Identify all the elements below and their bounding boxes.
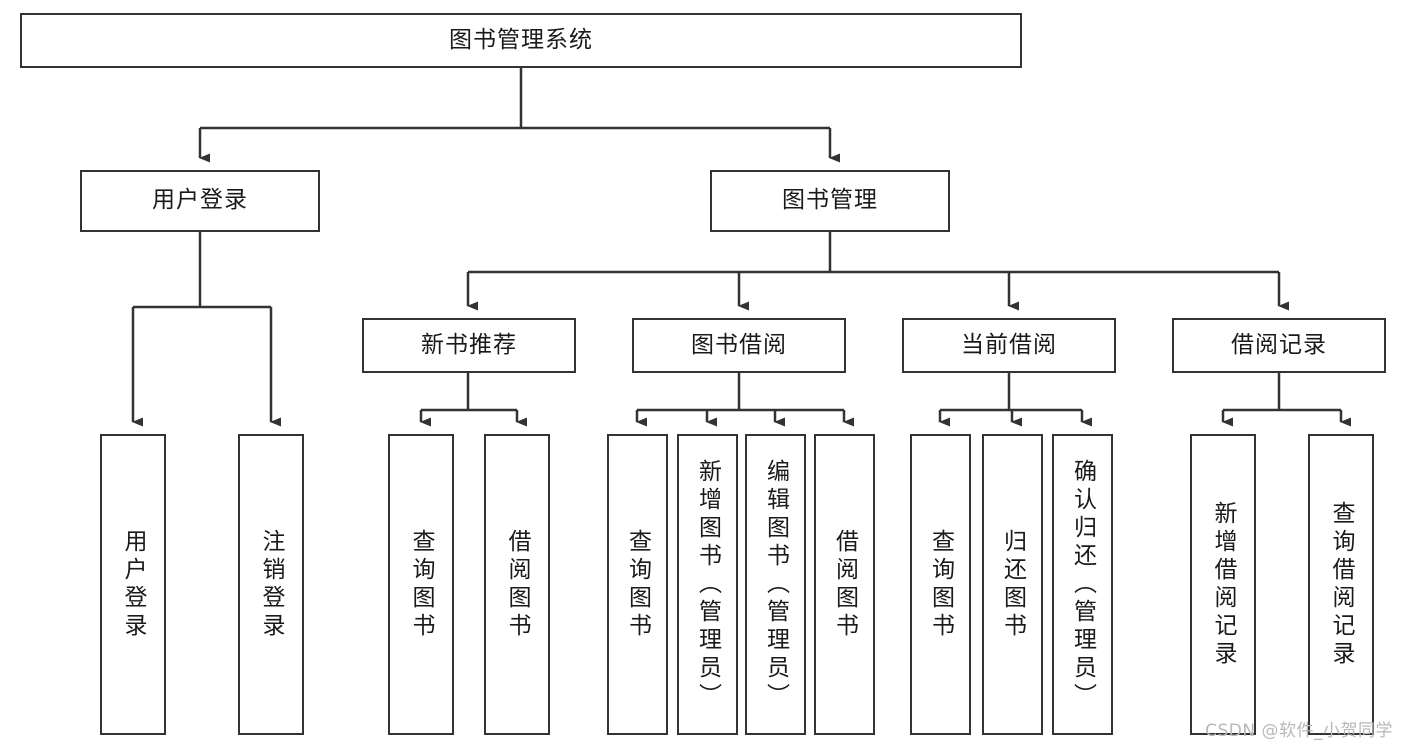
connector-lines (131, 68, 1351, 427)
node-current-borrow-label: 当前借阅 (961, 331, 1057, 358)
node-leaf-borrow-book-rec[interactable]: 借阅图书 (484, 434, 550, 735)
node-book-management-label: 图书管理 (782, 187, 878, 214)
node-book-borrow[interactable]: 图书借阅 (632, 318, 846, 373)
node-leaf-user-logout-label: 注销登录 (258, 528, 284, 641)
node-leaf-query-book-rec-label: 查询图书 (408, 528, 434, 641)
node-leaf-confirm-return[interactable]: 确认归还（管理员） (1052, 434, 1113, 735)
node-leaf-confirm-return-label: 确认归还（管理员） (1069, 458, 1096, 711)
node-leaf-query-record-label: 查询借阅记录 (1328, 500, 1354, 669)
node-book-borrow-label: 图书借阅 (691, 331, 787, 358)
node-borrow-record[interactable]: 借阅记录 (1172, 318, 1386, 373)
node-root[interactable]: 图书管理系统 (20, 13, 1022, 68)
node-leaf-user-logout[interactable]: 注销登录 (238, 434, 304, 735)
node-leaf-add-book[interactable]: 新增图书（管理员） (677, 434, 738, 735)
node-leaf-return-book[interactable]: 归还图书 (982, 434, 1043, 735)
node-leaf-add-record-label: 新增借阅记录 (1210, 500, 1236, 669)
node-leaf-borrow-book-label: 借阅图书 (831, 528, 858, 641)
node-book-management[interactable]: 图书管理 (710, 170, 950, 232)
node-leaf-query-book-rec[interactable]: 查询图书 (388, 434, 454, 735)
node-new-book-recommend-label: 新书推荐 (421, 331, 517, 358)
node-root-label: 图书管理系统 (449, 26, 593, 53)
node-leaf-query-record[interactable]: 查询借阅记录 (1308, 434, 1374, 735)
node-leaf-query-book-borrow[interactable]: 查询图书 (607, 434, 668, 735)
node-user-login[interactable]: 用户登录 (80, 170, 320, 232)
node-leaf-borrow-book-rec-label: 借阅图书 (504, 528, 530, 641)
node-leaf-user-login[interactable]: 用户登录 (100, 434, 166, 735)
node-leaf-query-book-cur-label: 查询图书 (927, 528, 954, 641)
node-new-book-recommend[interactable]: 新书推荐 (362, 318, 576, 373)
node-leaf-add-record[interactable]: 新增借阅记录 (1190, 434, 1256, 735)
node-leaf-edit-book[interactable]: 编辑图书（管理员） (745, 434, 806, 735)
node-leaf-query-book-cur[interactable]: 查询图书 (910, 434, 971, 735)
node-leaf-borrow-book[interactable]: 借阅图书 (814, 434, 875, 735)
node-leaf-return-book-label: 归还图书 (999, 528, 1026, 641)
node-leaf-query-book-borrow-label: 查询图书 (624, 528, 651, 641)
node-leaf-edit-book-label: 编辑图书（管理员） (762, 458, 789, 711)
node-user-login-label: 用户登录 (152, 187, 248, 214)
node-leaf-add-book-label: 新增图书（管理员） (694, 458, 721, 711)
node-current-borrow[interactable]: 当前借阅 (902, 318, 1116, 373)
node-leaf-user-login-label: 用户登录 (120, 528, 146, 641)
node-borrow-record-label: 借阅记录 (1231, 331, 1327, 358)
